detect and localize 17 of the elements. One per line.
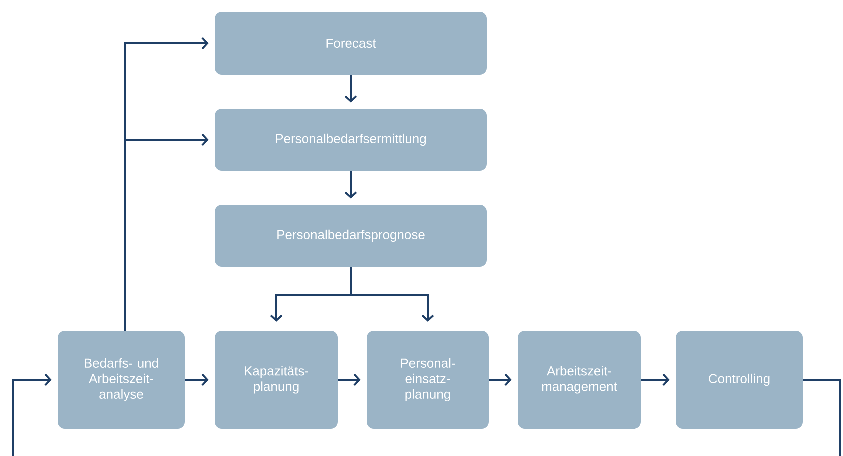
arrow: [350, 267, 434, 322]
arrow: [124, 134, 209, 331]
process-box: Personalbedarfsprognose: [215, 205, 487, 267]
process-box: Personalbedarfsermittlung: [215, 109, 487, 171]
arrow: [344, 75, 358, 103]
arrow: [641, 374, 670, 386]
arrow: [489, 374, 512, 386]
process-box: Forecast: [215, 12, 487, 75]
process-box: Arbeitszeit- management: [518, 331, 641, 429]
arrow: [338, 374, 361, 386]
process-box: Bedarfs- und Arbeitszeit- analyse: [58, 331, 185, 429]
arrow: [185, 374, 209, 386]
process-box: Personal- einsatz- planung: [367, 331, 489, 429]
arrow: [12, 374, 841, 456]
arrow: [344, 171, 358, 199]
process-box: Controlling: [676, 331, 803, 429]
process-box: Kapazitäts- planung: [215, 331, 338, 429]
